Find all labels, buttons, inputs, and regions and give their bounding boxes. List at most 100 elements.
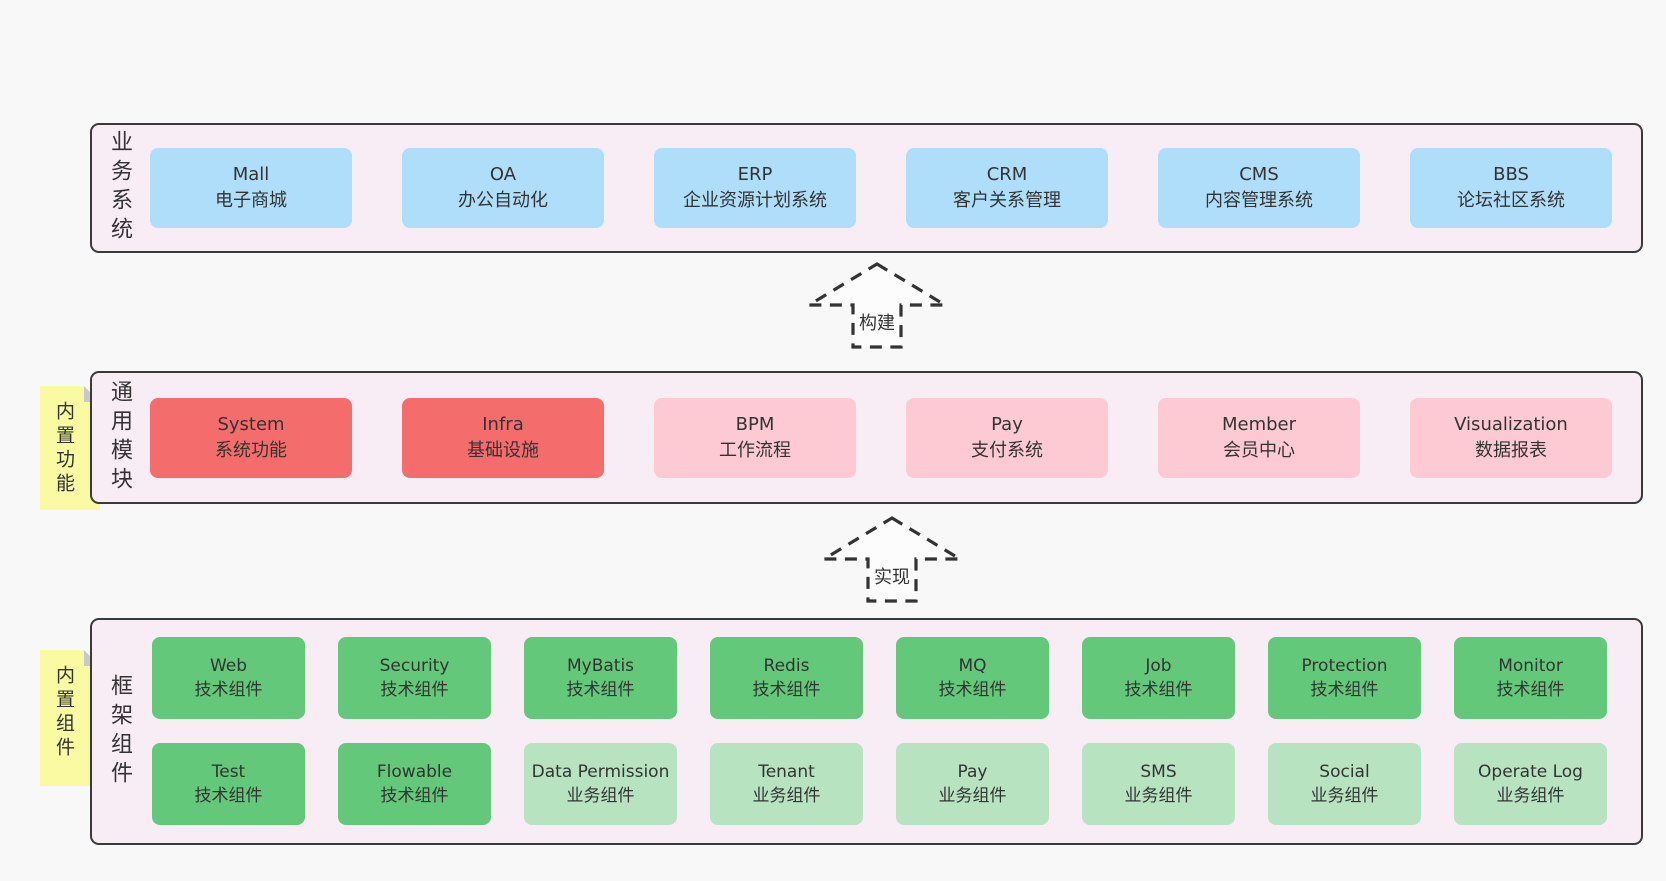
diagram-box-bbs: BBS 论坛社区系统 bbox=[1410, 148, 1612, 228]
box-title: CMS bbox=[1239, 164, 1279, 185]
box-subtitle: 技术组件 bbox=[194, 680, 263, 700]
diagram-box-mq: MQ 技术组件 bbox=[896, 637, 1049, 719]
diagram-box-bpm: BPM 工作流程 bbox=[654, 397, 856, 478]
box-subtitle: 会员中心 bbox=[1223, 439, 1295, 461]
diagram-box-flowable: Flowable 技术组件 bbox=[338, 743, 491, 825]
box-subtitle: 内容管理系统 bbox=[1205, 190, 1313, 211]
box-title: MyBatis bbox=[566, 656, 635, 676]
arrow-label-build: 构建 bbox=[856, 308, 898, 336]
box-title: OA bbox=[489, 164, 517, 185]
box-subtitle: 系统功能 bbox=[215, 439, 287, 461]
box-subtitle: 论坛社区系统 bbox=[1457, 190, 1565, 211]
box-title: Infra bbox=[482, 413, 524, 435]
box-title: Security bbox=[379, 656, 450, 676]
box-subtitle: 数据报表 bbox=[1475, 439, 1547, 461]
box-subtitle: 基础设施 bbox=[467, 439, 539, 461]
box-subtitle: 业务组件 bbox=[1496, 786, 1565, 806]
box-title: Pay bbox=[957, 762, 988, 782]
diagram-box-infra: Infra 基础设施 bbox=[402, 397, 604, 478]
box-title: Web bbox=[209, 656, 248, 676]
box-title: Flowable bbox=[376, 762, 453, 782]
sticky-note-label: 内置组件 bbox=[53, 665, 75, 761]
box-subtitle: 技术组件 bbox=[1310, 680, 1379, 700]
common-modules-row: System 系统功能 Infra 基础设施 BPM 工作流程 Pay 支付系统 Member 会… bbox=[150, 397, 1612, 478]
box-subtitle: 企业资源计划系统 bbox=[683, 190, 827, 211]
dashed-up-arrow-icon bbox=[806, 262, 948, 349]
diagram-box-crm: CRM 客户关系管理 bbox=[906, 148, 1108, 228]
diagram-box-web: Web 技术组件 bbox=[152, 637, 305, 719]
box-subtitle: 技术组件 bbox=[752, 680, 821, 700]
box-subtitle: 工作流程 bbox=[719, 439, 791, 461]
box-title: Job bbox=[1145, 656, 1172, 676]
arrow-build: 构建 bbox=[806, 261, 948, 349]
box-subtitle: 业务组件 bbox=[752, 786, 821, 806]
box-subtitle: 技术组件 bbox=[938, 680, 1007, 700]
box-title: System bbox=[217, 413, 285, 435]
box-title: BPM bbox=[735, 413, 775, 435]
diagram-box-operate-log: Operate Log 业务组件 bbox=[1454, 743, 1607, 825]
dashed-up-arrow-icon bbox=[821, 516, 963, 603]
diagram-box-pay: Pay 支付系统 bbox=[906, 397, 1108, 478]
box-subtitle: 技术组件 bbox=[566, 680, 635, 700]
arrow-label-implement: 实现 bbox=[871, 562, 913, 590]
diagram-box-redis: Redis 技术组件 bbox=[710, 637, 863, 719]
tier-label-business-systems: 业务系统 bbox=[107, 130, 132, 246]
box-title: Operate Log bbox=[1478, 762, 1583, 782]
diagram-box-pay: Pay 业务组件 bbox=[896, 743, 1049, 825]
box-title: Member bbox=[1221, 413, 1297, 435]
diagram-box-monitor: Monitor 技术组件 bbox=[1454, 637, 1607, 719]
diagram-box-mall: Mall 电子商城 bbox=[150, 148, 352, 228]
diagram-box-social: Social 业务组件 bbox=[1268, 743, 1421, 825]
box-title: ERP bbox=[737, 164, 773, 185]
box-title: MQ bbox=[958, 656, 987, 676]
box-subtitle: 技术组件 bbox=[194, 786, 263, 806]
box-title: Pay bbox=[991, 413, 1023, 435]
box-title: Mall bbox=[232, 164, 270, 185]
diagram-box-security: Security 技术组件 bbox=[338, 637, 491, 719]
box-subtitle: 电子商城 bbox=[215, 190, 287, 211]
diagram-box-tenant: Tenant 业务组件 bbox=[710, 743, 863, 825]
diagram-box-erp: ERP 企业资源计划系统 bbox=[654, 148, 856, 228]
sticky-note-label: 内置功能 bbox=[53, 401, 75, 497]
tier-common-modules: 通用模块 System 系统功能 Infra 基础设施 BPM 工作流程 Pay 支付系统 Me… bbox=[90, 371, 1643, 504]
box-subtitle: 客户关系管理 bbox=[953, 190, 1061, 211]
box-title: Monitor bbox=[1498, 656, 1563, 676]
box-subtitle: 技术组件 bbox=[380, 680, 449, 700]
diagram-box-visualization: Visualization 数据报表 bbox=[1410, 397, 1612, 478]
box-title: Data Permission bbox=[531, 762, 670, 782]
diagram-box-sms: SMS 业务组件 bbox=[1082, 743, 1235, 825]
box-title: Tenant bbox=[758, 762, 815, 782]
diagram-box-cms: CMS 内容管理系统 bbox=[1158, 148, 1360, 228]
box-subtitle: 业务组件 bbox=[1124, 786, 1193, 806]
arrow-implement: 实现 bbox=[821, 515, 963, 603]
box-subtitle: 支付系统 bbox=[971, 439, 1043, 461]
diagram-box-member: Member 会员中心 bbox=[1158, 397, 1360, 478]
diagram-box-job: Job 技术组件 bbox=[1082, 637, 1235, 719]
box-title: Social bbox=[1319, 762, 1370, 782]
box-subtitle: 技术组件 bbox=[1124, 680, 1193, 700]
diagram-box-mybatis: MyBatis 技术组件 bbox=[524, 637, 677, 719]
diagram-box-test: Test 技术组件 bbox=[152, 743, 305, 825]
box-title: Redis bbox=[763, 656, 810, 676]
box-title: Visualization bbox=[1454, 413, 1568, 435]
tier-label-framework-components: 框架组件 bbox=[107, 673, 132, 790]
box-title: CRM bbox=[986, 164, 1028, 185]
box-subtitle: 技术组件 bbox=[1496, 680, 1565, 700]
box-subtitle: 技术组件 bbox=[380, 786, 449, 806]
box-title: Protection bbox=[1301, 656, 1388, 676]
tier-label-common-modules: 通用模块 bbox=[107, 379, 132, 496]
box-title: BBS bbox=[1493, 164, 1529, 185]
box-subtitle: 业务组件 bbox=[566, 786, 635, 806]
box-subtitle: 业务组件 bbox=[1310, 786, 1379, 806]
diagram-box-data-permission: Data Permission 业务组件 bbox=[524, 743, 677, 825]
box-title: Test bbox=[211, 762, 246, 782]
box-subtitle: 业务组件 bbox=[938, 786, 1007, 806]
diagram-box-protection: Protection 技术组件 bbox=[1268, 637, 1421, 719]
box-title: SMS bbox=[1140, 762, 1177, 782]
